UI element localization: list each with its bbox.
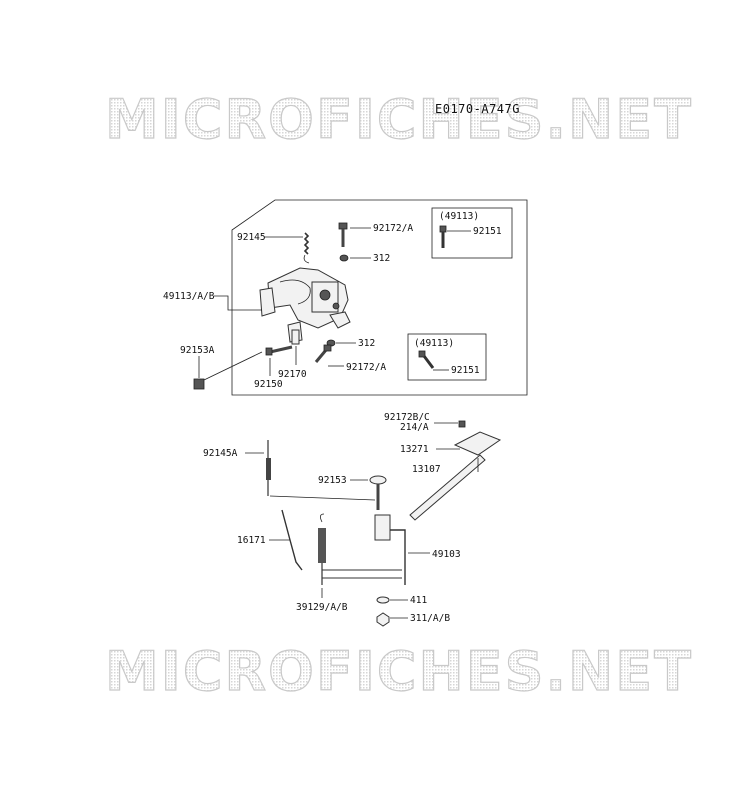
inset-top-title: (49113) — [439, 211, 479, 222]
inset-box-top — [431, 207, 513, 259]
label-92153: 92153 — [318, 475, 347, 486]
collar-92170 — [291, 329, 300, 345]
label-92153a: 92153A — [180, 345, 215, 356]
spring-92145a — [266, 440, 271, 496]
shaft-13107 — [409, 454, 486, 521]
bolt-92153a — [193, 351, 263, 390]
label-13107: 13107 — [412, 464, 441, 475]
label-92170: 92170 — [278, 369, 307, 380]
label-49113ab: 49113/A/B — [163, 291, 215, 302]
watermark-bottom: MICROFICHES.NET — [105, 640, 693, 703]
inset-bottom-part: 92151 — [451, 365, 480, 376]
control-bracket-assembly — [259, 267, 351, 343]
watermark-top: MICROFICHES.NET — [105, 88, 693, 151]
inset-top-bolt — [439, 225, 471, 248]
inset-bottom-title: (49113) — [414, 338, 454, 349]
label-13271: 13271 — [400, 444, 429, 455]
label-39129ab: 39129/A/B — [296, 602, 348, 613]
nut-312-top — [339, 254, 349, 262]
inset-box-bottom — [407, 333, 487, 381]
bolt-92172-top — [338, 222, 348, 247]
label-92172bc: 92172B/C — [384, 412, 430, 423]
label-92172a-top: 92172/A — [373, 223, 413, 234]
label-311ab: 311/A/B — [410, 613, 450, 624]
upper-assembly-frame — [231, 199, 528, 396]
bolt-92172-low — [314, 344, 332, 363]
diagram-code: E0170-A747G — [435, 102, 520, 116]
label-16171: 16171 — [237, 535, 266, 546]
inset-top-part: 92151 — [473, 226, 502, 237]
bolt-92150 — [265, 345, 293, 356]
label-92145a: 92145A — [203, 448, 238, 459]
bolt-92172bc — [458, 420, 466, 428]
spring-92145 — [303, 232, 310, 264]
watermark-bottom-outline: MICROFICHES.NET — [105, 640, 693, 703]
rod-16171 — [281, 509, 303, 571]
bracket-13271 — [453, 431, 502, 456]
inset-bottom-bolt — [418, 350, 449, 371]
label-214a: 214/A — [400, 422, 429, 433]
watermark-top-outline: MICROFICHES.NET — [105, 88, 693, 151]
washer-411 — [376, 596, 390, 604]
label-92172a-low: 92172/A — [346, 362, 386, 373]
label-411: 411 — [410, 595, 427, 606]
bolt-92153 — [369, 475, 387, 510]
lever-49103 — [269, 495, 406, 585]
label-49103: 49103 — [432, 549, 461, 560]
spring-39129 — [318, 513, 326, 585]
label-312-low: 312 — [358, 338, 375, 349]
label-312-top: 312 — [373, 253, 390, 264]
label-92150: 92150 — [254, 379, 283, 390]
nut-311ab — [376, 612, 390, 627]
label-92145: 92145 — [237, 232, 266, 243]
